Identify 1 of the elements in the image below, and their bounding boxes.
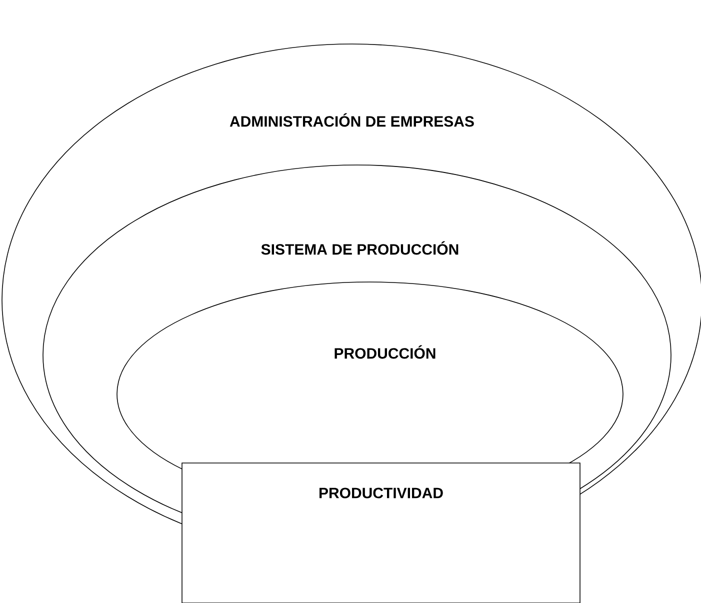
box: PRODUCTIVIDAD bbox=[182, 462, 580, 603]
